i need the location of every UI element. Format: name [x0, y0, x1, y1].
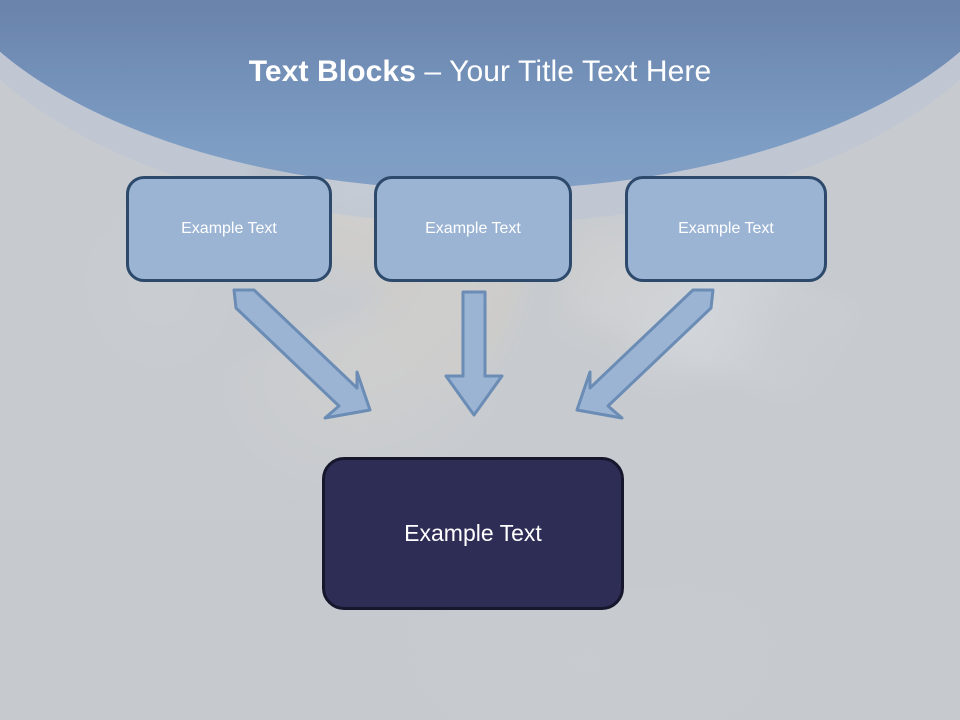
page-title-light: Your Title Text Here — [449, 55, 712, 88]
text-block-result[interactable]: Example Text — [322, 457, 624, 610]
text-block-2-label: Example Text — [425, 220, 521, 237]
page-title: Text Blocks – Your Title Text Here — [0, 52, 960, 92]
page-title-separator: – — [416, 55, 450, 88]
text-block-3[interactable]: Example Text — [625, 176, 827, 282]
text-block-3-label: Example Text — [678, 220, 774, 237]
text-block-2[interactable]: Example Text — [374, 176, 572, 282]
text-block-result-label: Example Text — [404, 520, 542, 546]
page-title-bold: Text Blocks — [248, 55, 416, 88]
text-block-1[interactable]: Example Text — [126, 176, 332, 282]
text-block-1-label: Example Text — [181, 220, 277, 237]
